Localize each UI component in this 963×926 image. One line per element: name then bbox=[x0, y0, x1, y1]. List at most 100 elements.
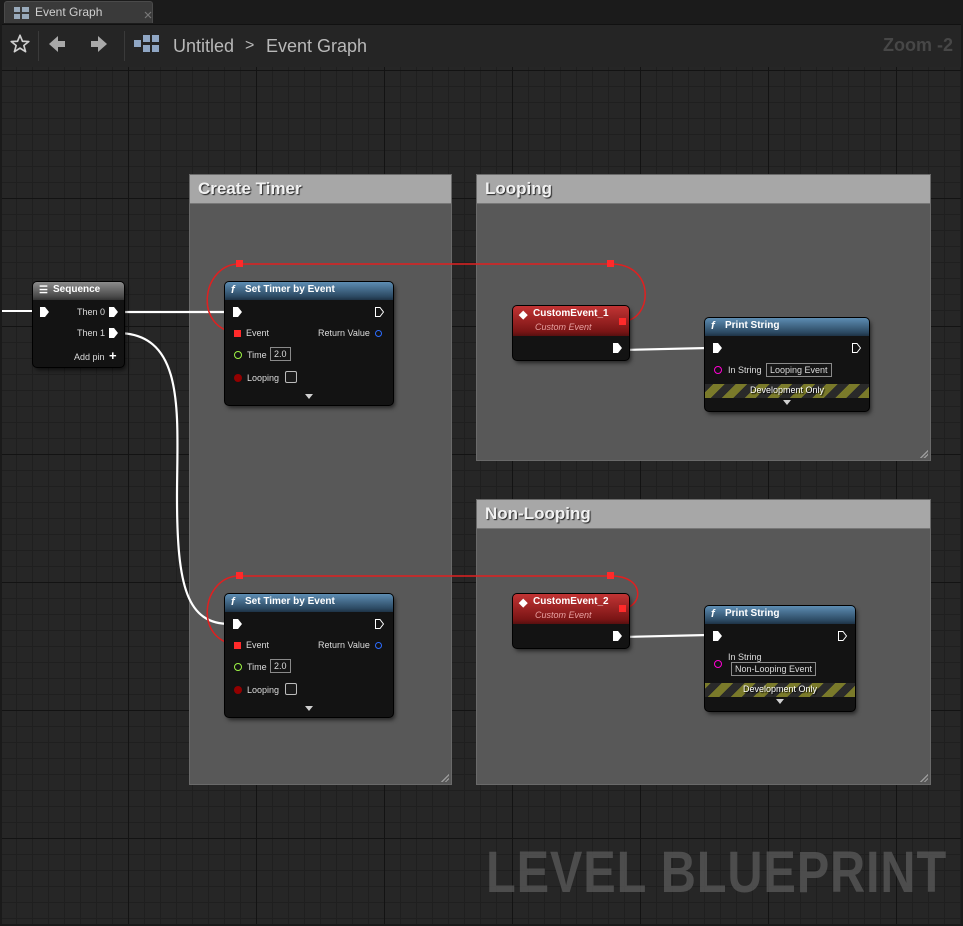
star-icon bbox=[9, 33, 31, 60]
sequence-icon: ☰ bbox=[39, 285, 48, 296]
back-button[interactable] bbox=[42, 31, 72, 61]
wire-knot bbox=[236, 260, 243, 267]
node-title: Set Timer by Event bbox=[245, 284, 335, 295]
exec-out-pin[interactable] bbox=[109, 328, 118, 338]
forward-button[interactable] bbox=[84, 31, 114, 61]
node-subtitle: Custom Event bbox=[535, 610, 592, 620]
node-header[interactable]: ◆ CustomEvent_1 Custom Event bbox=[513, 306, 629, 336]
function-icon: f bbox=[231, 284, 235, 296]
chevron-down-icon[interactable] bbox=[305, 394, 313, 399]
resize-grip-icon[interactable] bbox=[440, 773, 449, 782]
exec-in-pin[interactable] bbox=[233, 307, 242, 317]
blueprint-graph-button[interactable] bbox=[132, 31, 162, 61]
exec-out-pin[interactable] bbox=[375, 307, 384, 317]
in-string-input[interactable]: Looping Event bbox=[766, 363, 832, 377]
exec-out-pin[interactable] bbox=[852, 343, 861, 353]
node-header[interactable]: ◆ CustomEvent_2 Custom Event bbox=[513, 594, 629, 624]
exec-in-pin[interactable] bbox=[233, 619, 242, 629]
in-string-input[interactable]: Non-Looping Event bbox=[731, 662, 817, 676]
node-header[interactable]: ☰ Sequence bbox=[33, 282, 124, 300]
exec-out-pin[interactable] bbox=[613, 343, 622, 353]
set-timer-node-1[interactable]: f Set Timer by Event Event Return Value … bbox=[225, 282, 393, 405]
time-value-input[interactable]: 2.0 bbox=[270, 659, 291, 673]
exec-out-pin[interactable] bbox=[109, 307, 118, 317]
bool-pin[interactable] bbox=[234, 686, 242, 694]
function-icon: f bbox=[711, 320, 715, 332]
comment-header[interactable]: Non-Looping bbox=[477, 500, 930, 529]
delegate-pin[interactable] bbox=[619, 318, 626, 325]
tab-event-graph[interactable]: Event Graph bbox=[4, 1, 153, 23]
favorite-button[interactable] bbox=[5, 31, 35, 61]
exec-in-pin[interactable] bbox=[40, 307, 49, 317]
tab-label: Event Graph bbox=[35, 5, 103, 19]
string-pin[interactable] bbox=[714, 366, 722, 374]
pin-label: Return Value bbox=[318, 640, 370, 650]
wire-knot bbox=[607, 260, 614, 267]
toolbar-separator bbox=[124, 31, 125, 61]
time-value-input[interactable]: 2.0 bbox=[270, 347, 291, 361]
chevron-down-icon[interactable] bbox=[776, 699, 784, 704]
development-only-band: Development Only bbox=[705, 683, 855, 697]
print-string-node-1[interactable]: f Print String In String Looping Event D… bbox=[705, 318, 869, 411]
graph-canvas[interactable]: Create Timer Looping Non-Looping LEVEL B… bbox=[2, 67, 961, 924]
custom-event-node-1[interactable]: ◆ CustomEvent_1 Custom Event bbox=[513, 306, 629, 360]
looping-checkbox[interactable] bbox=[285, 683, 297, 695]
chevron-down-icon[interactable] bbox=[783, 400, 791, 405]
node-header[interactable]: f Set Timer by Event bbox=[225, 282, 393, 300]
event-diamond-icon: ◆ bbox=[519, 309, 528, 321]
pin-label: Looping bbox=[247, 373, 280, 383]
node-header[interactable]: f Print String bbox=[705, 318, 869, 336]
string-pin[interactable] bbox=[714, 660, 722, 668]
resize-grip-icon[interactable] bbox=[919, 449, 928, 458]
wires-layer bbox=[2, 260, 709, 646]
bool-pin[interactable] bbox=[234, 374, 242, 382]
pin-label: Then 0 bbox=[77, 307, 106, 317]
delegate-pin[interactable] bbox=[234, 642, 241, 649]
set-timer-node-2[interactable]: f Set Timer by Event Event Return Value … bbox=[225, 594, 393, 717]
function-icon: f bbox=[711, 608, 715, 620]
graph-toolbar: Untitled > Event Graph Zoom -2 bbox=[2, 24, 961, 67]
breadcrumb-event-graph[interactable]: Event Graph bbox=[266, 36, 368, 56]
pin-label: Return Value bbox=[318, 328, 370, 338]
pin-label: In String bbox=[728, 652, 762, 662]
graph-icon bbox=[14, 6, 30, 24]
add-pin-label[interactable]: Add pin bbox=[74, 352, 105, 362]
node-title: Print String bbox=[725, 608, 780, 619]
watermark: LEVEL BLUEPRINT bbox=[486, 840, 948, 905]
sequence-node[interactable]: ☰ Sequence Then 0 Then 1 Add pin + bbox=[33, 282, 124, 367]
pin-label: Event bbox=[246, 328, 270, 338]
dev-only-label: Development Only bbox=[749, 385, 825, 395]
comment-box-non-looping[interactable]: Non-Looping bbox=[476, 499, 931, 785]
node-header[interactable]: f Set Timer by Event bbox=[225, 594, 393, 612]
print-string-node-2[interactable]: f Print String In String Non-Looping Eve… bbox=[705, 606, 855, 711]
delegate-pin[interactable] bbox=[234, 330, 241, 337]
exec-out-pin[interactable] bbox=[375, 619, 384, 629]
exec-in-pin[interactable] bbox=[713, 343, 722, 353]
breadcrumb-separator: > bbox=[245, 37, 255, 54]
handle-pin[interactable] bbox=[375, 642, 382, 649]
breadcrumb-untitled[interactable]: Untitled bbox=[173, 36, 235, 56]
float-pin[interactable] bbox=[234, 351, 242, 359]
exec-out-pin[interactable] bbox=[838, 631, 847, 641]
node-title: CustomEvent_2 bbox=[533, 596, 609, 607]
add-icon[interactable]: + bbox=[109, 348, 117, 363]
chevron-down-icon[interactable] bbox=[305, 706, 313, 711]
comment-title: Non-Looping bbox=[485, 504, 591, 523]
handle-pin[interactable] bbox=[375, 330, 382, 337]
pin-label: Then 1 bbox=[77, 328, 106, 338]
exec-out-pin[interactable] bbox=[613, 631, 622, 641]
tab-strip: Event Graph bbox=[0, 0, 963, 24]
wire-knot bbox=[236, 572, 243, 579]
exec-in-pin[interactable] bbox=[713, 631, 722, 641]
node-subtitle: Custom Event bbox=[535, 322, 592, 332]
pin-label: Time bbox=[247, 350, 267, 360]
looping-checkbox[interactable] bbox=[285, 371, 297, 383]
node-header[interactable]: f Print String bbox=[705, 606, 855, 624]
custom-event-node-2[interactable]: ◆ CustomEvent_2 Custom Event bbox=[513, 594, 629, 648]
comment-header[interactable]: Looping bbox=[477, 175, 930, 204]
delegate-pin[interactable] bbox=[619, 605, 626, 612]
close-icon[interactable] bbox=[144, 6, 152, 19]
resize-grip-icon[interactable] bbox=[919, 773, 928, 782]
comment-header[interactable]: Create Timer bbox=[190, 175, 451, 204]
float-pin[interactable] bbox=[234, 663, 242, 671]
